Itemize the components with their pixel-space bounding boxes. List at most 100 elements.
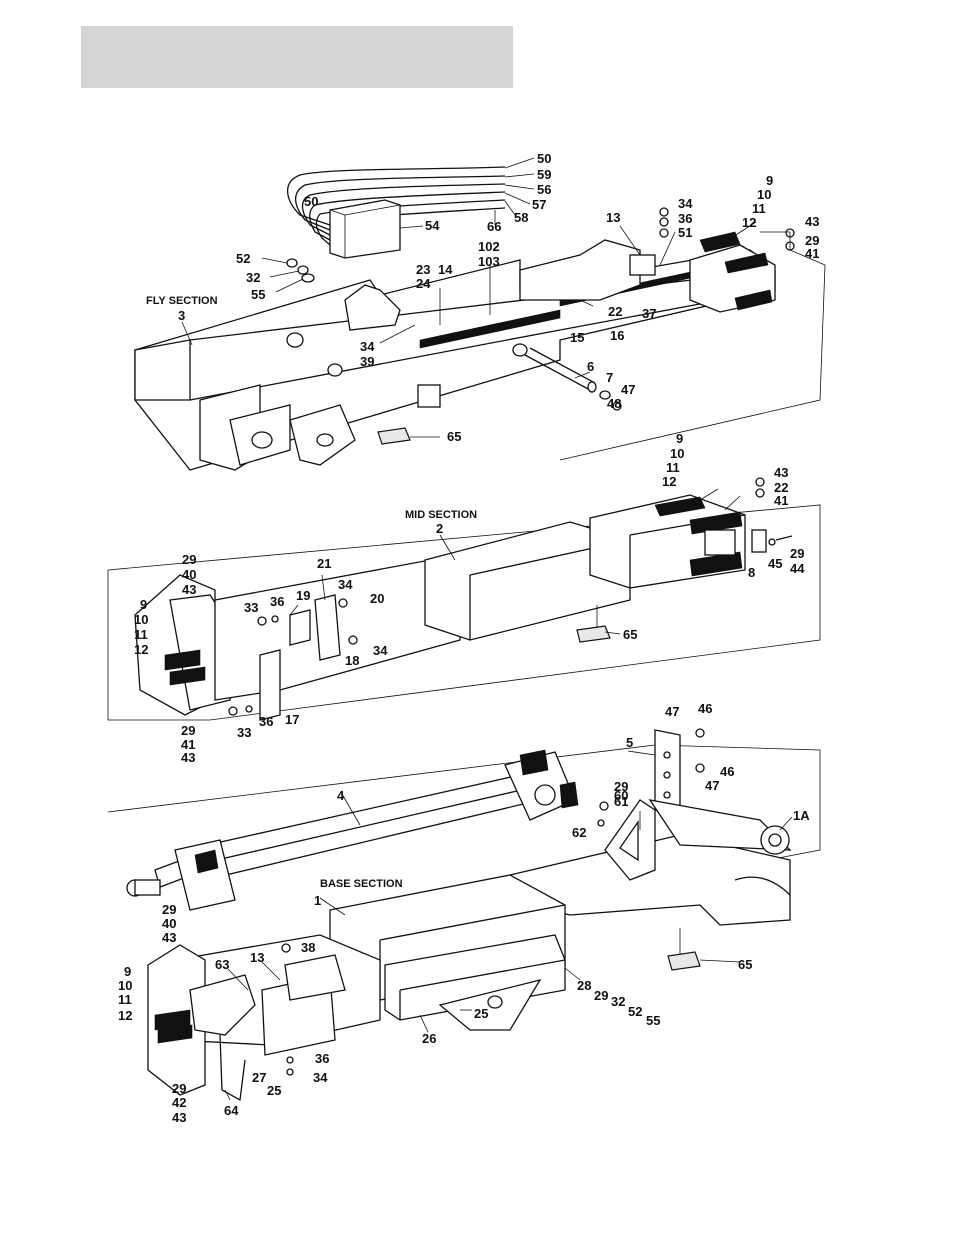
part-callout: 55 <box>251 287 265 302</box>
part-callout: 43 <box>774 465 788 480</box>
mid-section-drawing <box>107 477 821 721</box>
part-callout: 47 <box>665 704 679 719</box>
part-callout: 12 <box>742 215 756 230</box>
part-callout: 28 <box>577 978 591 993</box>
part-callout: 34 <box>338 577 353 592</box>
part-callout: 43 <box>805 214 819 229</box>
part-callout: 7 <box>606 370 613 385</box>
part-callout: 65 <box>623 627 637 642</box>
part-callout: 8 <box>748 565 755 580</box>
part-callout: 25 <box>267 1083 281 1098</box>
part-callout: 47 <box>705 778 719 793</box>
part-callout: 36 <box>315 1051 329 1066</box>
fly-section-number: 3 <box>178 308 185 323</box>
part-callout: 42 <box>172 1095 186 1110</box>
part-callout: 43 <box>182 582 196 597</box>
part-callout: 33 <box>244 600 258 615</box>
leader-lines <box>181 157 793 1101</box>
part-callout: 26 <box>422 1031 436 1046</box>
part-callout: 40 <box>162 916 176 931</box>
fly-section-title: FLY SECTION <box>146 295 218 307</box>
part-callout: 65 <box>447 429 461 444</box>
part-callout: 9 <box>766 173 773 188</box>
fly-section-drawing <box>134 166 826 471</box>
part-callout: 47 <box>621 382 635 397</box>
part-callout: 41 <box>181 737 195 752</box>
part-callout: 29 <box>594 988 608 1003</box>
part-callout: 57 <box>532 197 546 212</box>
part-callout: 22 <box>774 480 788 495</box>
part-callout: 19 <box>296 588 310 603</box>
part-callout: 12 <box>118 1008 132 1023</box>
part-callout: 63 <box>215 957 229 972</box>
part-callout: 10 <box>757 187 771 202</box>
mid-section-number: 2 <box>436 521 443 536</box>
part-callout: 29 <box>790 546 804 561</box>
part-callout: 15 <box>570 330 584 345</box>
part-callout: 14 <box>438 262 453 277</box>
part-callout: 13 <box>606 210 620 225</box>
base-section-drawing <box>107 728 821 1102</box>
part-callout: 66 <box>487 219 501 234</box>
part-callout: 5 <box>626 735 633 750</box>
part-callout: 32 <box>611 994 625 1009</box>
part-callout: 37 <box>642 306 656 321</box>
part-callout: 45 <box>768 556 782 571</box>
part-callout: 36 <box>259 714 273 729</box>
part-callout: 65 <box>738 957 752 972</box>
part-callout: 62 <box>572 825 586 840</box>
part-callout: 29 <box>162 902 176 917</box>
part-callout: 10 <box>134 612 148 627</box>
part-callout: 25 <box>474 1006 488 1021</box>
part-callout: 64 <box>224 1103 239 1118</box>
part-callout: 1A <box>793 808 810 823</box>
part-callout: 41 <box>805 246 819 261</box>
part-callout: 17 <box>285 712 299 727</box>
part-callout: 29 <box>172 1081 186 1096</box>
part-callout: 16 <box>610 328 624 343</box>
part-callout: 13 <box>250 950 264 965</box>
part-callout: 11 <box>134 627 148 642</box>
part-callout: 102 <box>478 239 500 254</box>
part-callout: 23 <box>416 262 430 277</box>
base-section-number: 1 <box>314 893 321 908</box>
title-block <box>81 26 513 88</box>
part-callout: 36 <box>270 594 284 609</box>
part-callout: 33 <box>237 725 251 740</box>
part-callout: 29 <box>182 552 196 567</box>
part-callout: 61 <box>614 794 628 809</box>
part-callout: 11 <box>752 201 766 216</box>
part-callout: 27 <box>252 1070 266 1085</box>
part-callout: 43 <box>172 1110 186 1125</box>
part-callout: 41 <box>774 493 788 508</box>
part-callout: 20 <box>370 591 384 606</box>
part-callout: 36 <box>678 211 692 226</box>
part-callout: 48 <box>607 396 621 411</box>
part-callout: 59 <box>537 167 551 182</box>
part-callout: 43 <box>162 930 176 945</box>
mid-section-title: MID SECTION <box>405 509 477 521</box>
part-callout: 51 <box>678 225 692 240</box>
part-callout: 54 <box>425 218 440 233</box>
part-callout: 34 <box>678 196 693 211</box>
part-callout: 21 <box>317 556 331 571</box>
part-callout: 12 <box>662 474 676 489</box>
part-callout: 11 <box>118 992 132 1007</box>
part-callout: 9 <box>140 597 147 612</box>
part-callout: 52 <box>236 251 250 266</box>
part-callout: 46 <box>698 701 712 716</box>
part-callout: 55 <box>646 1013 660 1028</box>
part-callout: 34 <box>373 643 388 658</box>
part-callout: 10 <box>118 978 132 993</box>
part-callout: 58 <box>514 210 528 225</box>
part-callout: 10 <box>670 446 684 461</box>
part-callout: 34 <box>360 339 375 354</box>
part-callout: 24 <box>416 276 431 291</box>
part-callout: 18 <box>345 653 359 668</box>
part-callout: 12 <box>134 642 148 657</box>
base-section-title: BASE SECTION <box>320 878 403 890</box>
part-callout: 4 <box>337 788 345 803</box>
part-callout: 60 <box>614 788 628 803</box>
